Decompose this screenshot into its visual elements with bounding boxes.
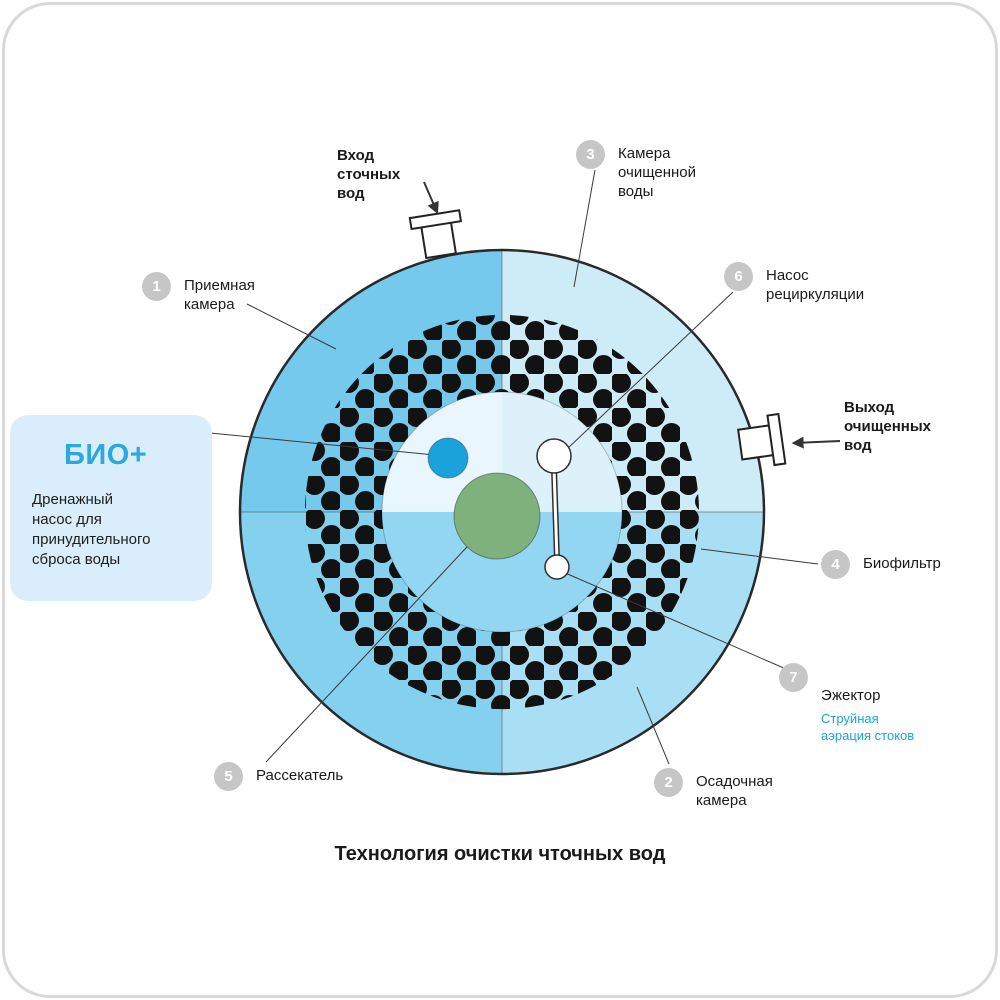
callout-6: 6 Насос рециркуляции [724, 262, 896, 304]
callout-2: 2 Осадочная камера [654, 768, 806, 810]
bio-brand: БИО+ [64, 439, 148, 471]
inlet-label: Вход сточных вод [337, 147, 401, 202]
ejector-rod [551, 467, 560, 561]
callout-4: 4 Биофильтр [821, 550, 983, 579]
bio-description: Дренажный насос для принудительного сбро… [32, 491, 151, 568]
callout-5: 5 Рассекатель [214, 762, 386, 791]
recirculation-pump-circle [536, 438, 572, 474]
callout-7-badge: 7 [779, 663, 808, 692]
inlet-pipe [408, 209, 463, 260]
tank-wall [238, 248, 766, 776]
callout-5-badge: 5 [214, 762, 243, 791]
callout-7-title: Эжектор [821, 687, 881, 704]
callout-4-badge: 4 [821, 550, 850, 579]
callout-7-label: Эжектор Струйная аэрация стоков [821, 663, 961, 763]
callout-2-label: Осадочная камера [696, 773, 773, 809]
callout-1: 1 Приемная камера [142, 272, 294, 314]
outlet-pipe [737, 412, 787, 467]
callout-6-badge: 6 [724, 262, 753, 291]
callout-3-badge: 3 [576, 140, 605, 169]
inlet-arrow [423, 181, 439, 215]
callout-3-label: Камера очищенной воды [618, 145, 697, 200]
callout-2-badge: 2 [654, 768, 683, 797]
biofilter-dot-ring [304, 314, 699, 710]
drain-pump-blue-circle [427, 437, 469, 479]
connector-lines [209, 169, 819, 765]
callout-5-label: Рассекатель [256, 767, 344, 784]
callout-1-label: Приемная камера [184, 277, 255, 313]
callout-7: 7 Эжектор Струйная аэрация стоков [779, 663, 961, 763]
outlet-label: Выход очищенных вод [844, 399, 931, 454]
diagram-title: Технология очистки чточных вод [334, 843, 666, 865]
ejector-circle [544, 554, 570, 580]
bio-card: БИО+ Дренажный насос для принудительного… [10, 415, 212, 601]
dissector-green-circle [453, 472, 541, 560]
callout-3: 3 Камера очищенной воды [576, 140, 728, 201]
callout-4-label: Биофильтр [863, 555, 941, 572]
outlet-arrow [791, 436, 841, 449]
callout-7-sublabel: Струйная аэрация стоков [821, 711, 915, 743]
callout-6-label: Насос рециркуляции [766, 267, 865, 303]
callout-1-badge: 1 [142, 272, 171, 301]
